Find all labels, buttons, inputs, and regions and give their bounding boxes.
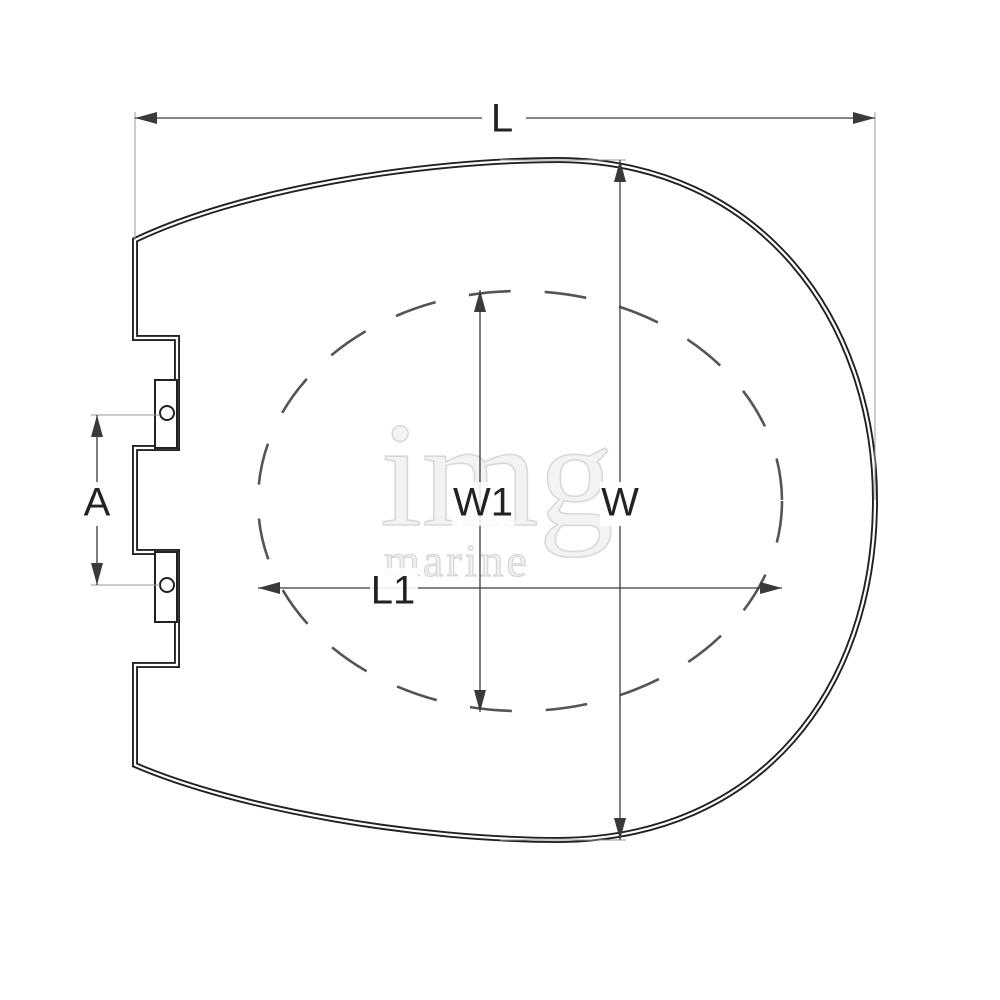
label-L: L — [491, 97, 513, 141]
seat-outline-inner-gap — [133, 158, 877, 842]
label-W1: W1 — [453, 481, 513, 525]
label-A-background — [80, 482, 114, 526]
watermark-main-text: img — [380, 392, 613, 558]
label-W: W — [601, 481, 639, 525]
label-L1-background — [370, 568, 418, 612]
label-W1-background — [452, 482, 514, 526]
label-L-background — [482, 96, 526, 142]
watermark: img marine — [380, 391, 615, 586]
label-L1: L1 — [371, 569, 416, 613]
label-W-background — [600, 482, 642, 526]
hinge-hole-lower — [159, 577, 175, 593]
watermark-sub-text: marine — [384, 535, 530, 586]
hinge-upper — [154, 379, 178, 449]
seat-opening-dashed-outline — [256, 289, 784, 713]
dimension-labels: L W W1 L1 A — [80, 96, 642, 613]
hinge-lower — [154, 551, 178, 623]
hinge-hole-upper — [159, 405, 175, 421]
label-A: A — [84, 481, 111, 525]
